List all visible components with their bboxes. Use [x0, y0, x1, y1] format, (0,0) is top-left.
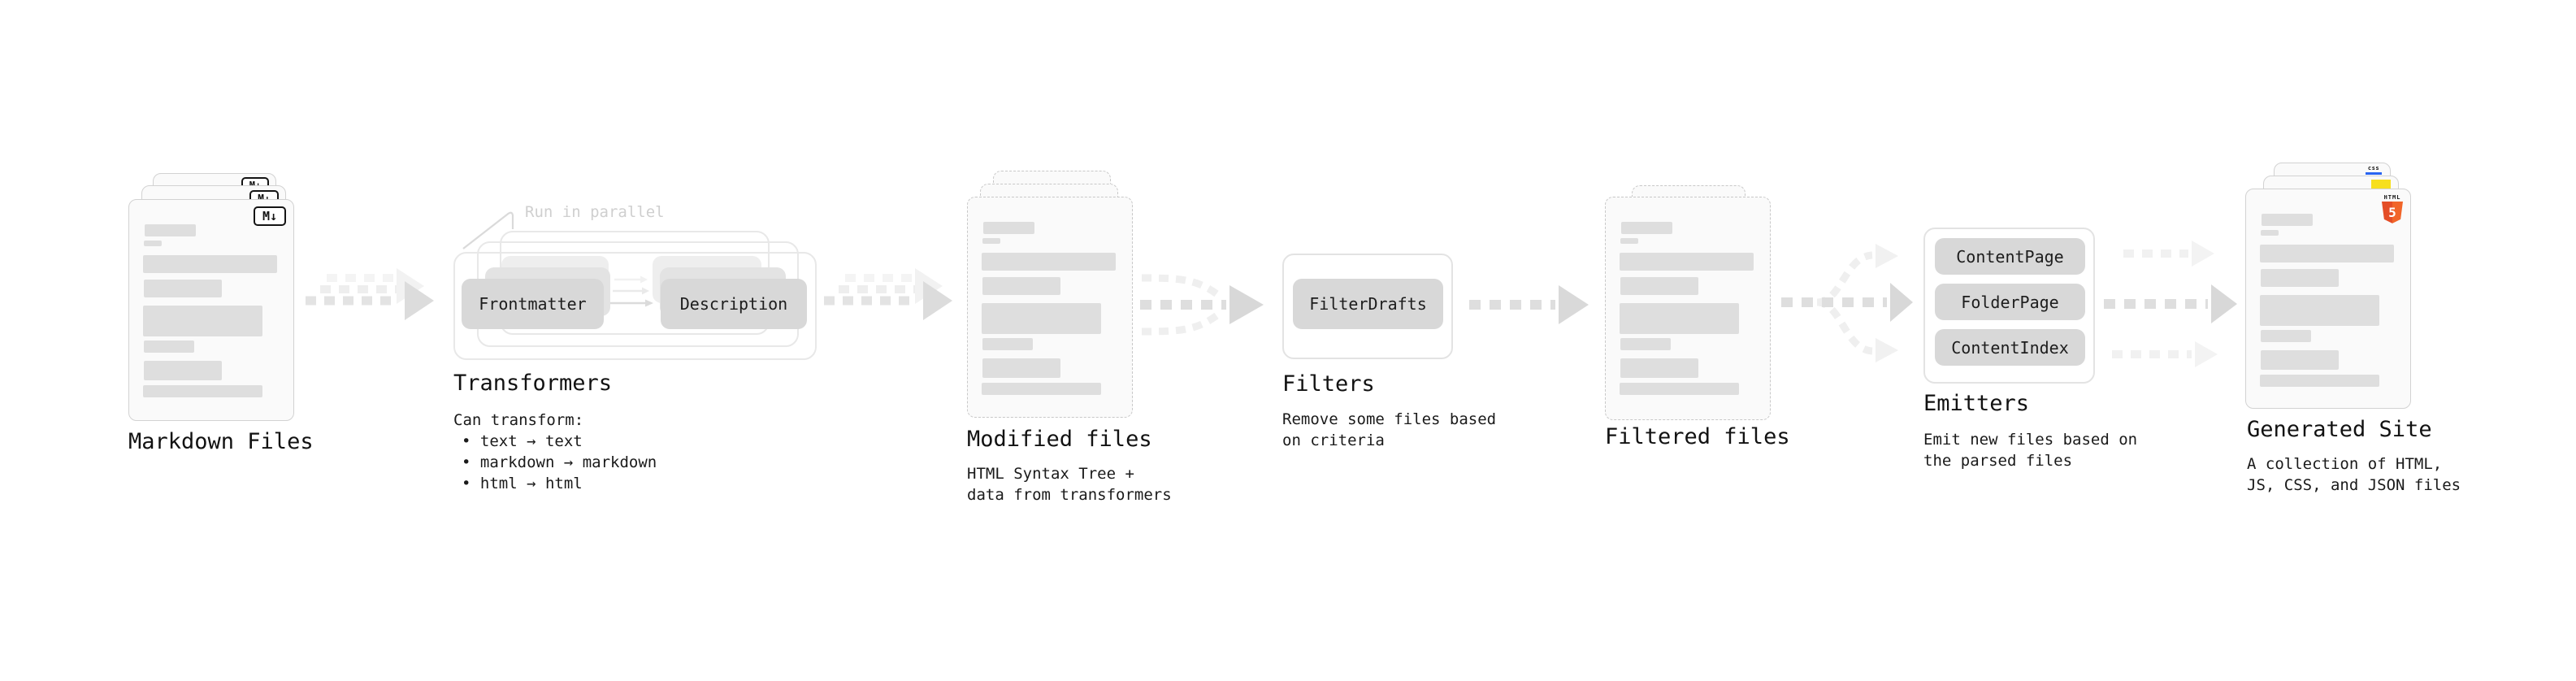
transformers-description: Can transform: • text → text • markdown …: [453, 411, 657, 492]
modified-files-description: HTML Syntax Tree + data from transformer…: [967, 465, 1172, 504]
doc-bar: [982, 238, 1000, 244]
fan-out-arrow-icon: [1781, 244, 1913, 362]
doc-bar: [144, 340, 194, 353]
emitters-description: Emit new files based on the parsed files: [1923, 431, 2138, 470]
parallel-flow-arrows-icon: [2104, 241, 2237, 367]
doc-bar: [982, 303, 1101, 334]
doc-bar: [143, 255, 277, 273]
flow-arrow-icon: [1469, 285, 1589, 324]
css-icon: css: [2366, 166, 2382, 175]
doc-bar: [1621, 222, 1672, 234]
filterdrafts-chip: FilterDrafts: [1293, 279, 1443, 329]
generated-site-description: A collection of HTML, JS, CSS, and JSON …: [2247, 455, 2461, 494]
doc-bar: [982, 277, 1060, 295]
filtered-files-label: Filtered files: [1605, 424, 1790, 449]
doc-bar: [2261, 269, 2339, 287]
generated-page-front: HTML 5: [2245, 189, 2411, 409]
doc-bar: [2261, 330, 2311, 342]
filters-label: Filters: [1282, 371, 1375, 397]
flow-arrow-icon: [824, 268, 952, 320]
filtered-page-front: [1605, 197, 1771, 420]
javascript-icon: [2371, 180, 2391, 189]
doc-bar: [2262, 214, 2313, 226]
doc-bar: [2261, 230, 2279, 236]
doc-bar: [144, 361, 222, 380]
doc-bar: [144, 241, 162, 246]
run-in-parallel-note: Run in parallel: [525, 203, 665, 221]
doc-bar: [143, 385, 262, 397]
doc-bar: [982, 338, 1033, 350]
doc-bar: [982, 253, 1116, 271]
fan-in-arrow-icon: [1140, 274, 1264, 336]
doc-bar: [982, 358, 1060, 378]
description-chip: Description: [661, 279, 807, 329]
flow-arrow-icon: [306, 268, 434, 320]
doc-bar: [143, 306, 262, 336]
generated-site-label: Generated Site: [2247, 417, 2432, 442]
doc-bar: [1620, 277, 1698, 295]
modified-page-front: [967, 197, 1133, 418]
doc-bar: [1620, 303, 1739, 334]
doc-bar: [2260, 245, 2394, 262]
markdown-files-label: Markdown Files: [128, 429, 314, 454]
doc-bar: [983, 222, 1034, 234]
doc-bar: [2260, 375, 2379, 387]
doc-bar: [1620, 383, 1739, 395]
doc-bar: [1620, 253, 1754, 271]
contentpage-chip: ContentPage: [1935, 238, 2085, 275]
emitters-label: Emitters: [1923, 391, 2030, 416]
doc-bar: [982, 383, 1101, 395]
doc-bar: [1620, 358, 1698, 378]
note-leader-line: [462, 211, 514, 249]
doc-bar: [2260, 295, 2379, 326]
doc-bar: [1620, 238, 1638, 244]
modified-files-label: Modified files: [967, 427, 1152, 452]
transformers-frame-front: [453, 252, 817, 360]
folderpage-chip: FolderPage: [1935, 284, 2085, 320]
markdown-icon: M↓: [254, 206, 286, 226]
parallel-arrows-icon: [610, 275, 653, 307]
frontmatter-chip: Frontmatter: [462, 279, 604, 329]
contentindex-chip: ContentIndex: [1935, 329, 2085, 366]
transformers-label: Transformers: [453, 371, 613, 396]
doc-bar: [144, 280, 222, 297]
markdown-page-front: M↓: [128, 199, 294, 421]
doc-bar: [1620, 338, 1671, 350]
doc-bar: [145, 224, 196, 236]
filters-description: Remove some files based on criteria: [1282, 410, 1497, 449]
doc-bar: [2261, 350, 2339, 370]
html5-icon: HTML 5: [2382, 194, 2403, 224]
